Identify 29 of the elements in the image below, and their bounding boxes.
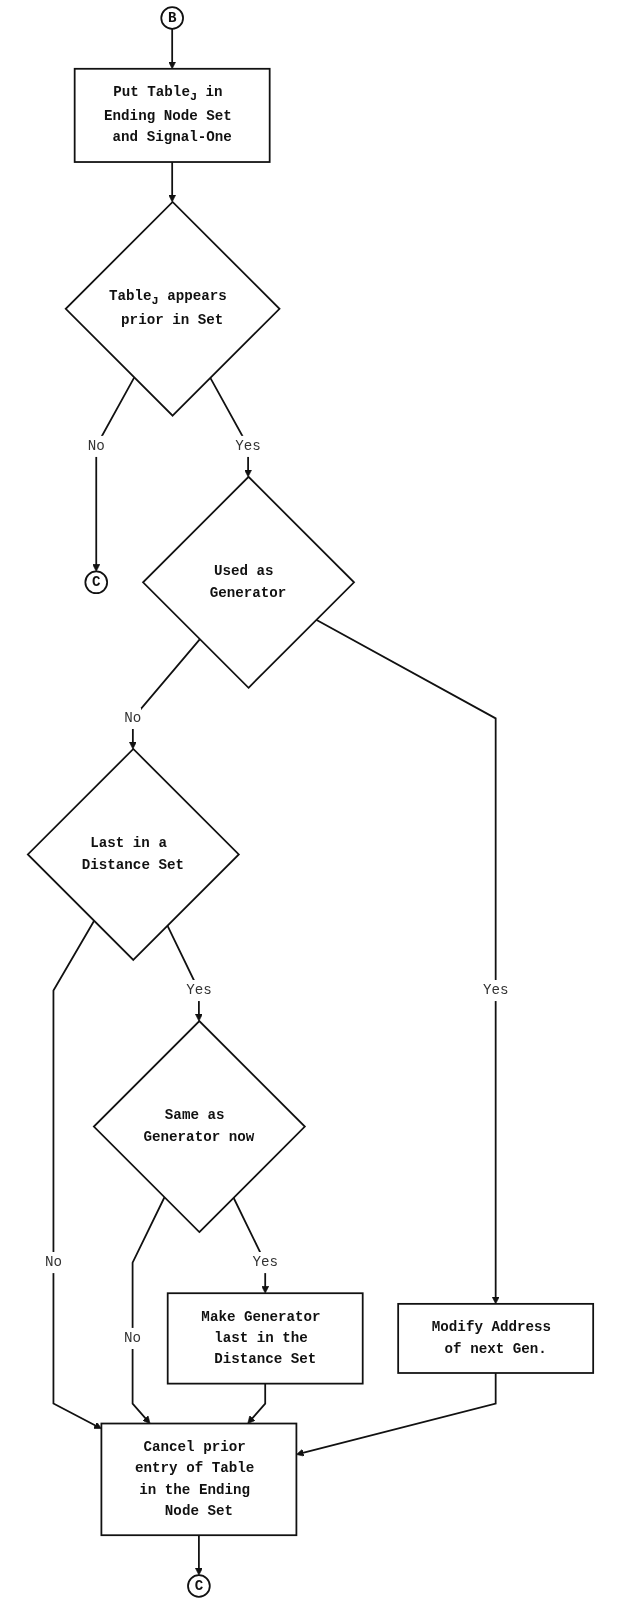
arrow xyxy=(92,376,136,572)
edge-label: Yes xyxy=(235,438,261,455)
node-diamond: Same as Generator now xyxy=(92,1019,307,1234)
arrow xyxy=(296,1372,497,1457)
arrow xyxy=(315,618,500,1305)
node-diamond: Last in a Distance Set xyxy=(26,747,241,962)
edge-label: No xyxy=(124,710,142,727)
arrow xyxy=(131,1196,166,1424)
node-circle: B xyxy=(160,6,184,30)
arrow xyxy=(52,920,102,1429)
edge-label: Yes xyxy=(482,982,509,999)
node-box: Cancel prior entry of Table in the Ending Node Set xyxy=(100,1422,298,1537)
edge-label: No xyxy=(124,1330,142,1347)
node-box: Put Table$_{J}$ in Ending Node Set and Signal-One xyxy=(73,67,271,163)
edge-label: Yes xyxy=(252,1254,278,1271)
node-box: Make Generator last in the Distance Set xyxy=(166,1292,364,1385)
arrow xyxy=(168,161,177,203)
node-circle: C xyxy=(84,570,109,595)
arrow xyxy=(128,638,201,750)
node-diamond: Used as Generator xyxy=(141,475,356,690)
edge-label: No xyxy=(87,438,105,455)
edge-label: Yes xyxy=(186,982,212,999)
edge-label: No xyxy=(44,1254,62,1271)
node-diamond: Table$_{J}$ appears prior in Set xyxy=(64,200,281,417)
node-box: Modify Address of next Gen. xyxy=(397,1302,595,1374)
arrow xyxy=(195,1534,203,1576)
node-circle: C xyxy=(187,1574,211,1598)
arrow xyxy=(168,28,177,70)
arrow xyxy=(247,1382,267,1424)
